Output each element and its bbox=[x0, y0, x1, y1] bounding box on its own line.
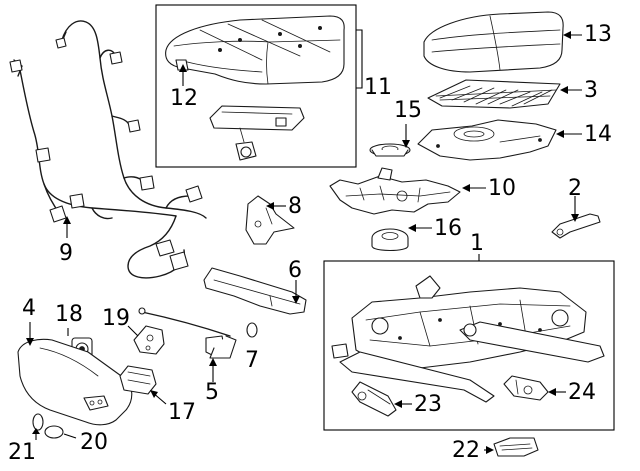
arrow-6 bbox=[292, 296, 300, 304]
callout-5: 5 bbox=[205, 380, 219, 405]
motor-part-24 bbox=[503, 375, 549, 401]
arrow-5 bbox=[209, 358, 217, 366]
callout-21: 21 bbox=[8, 440, 36, 465]
ring-part-15 bbox=[369, 143, 411, 157]
arrow-13 bbox=[563, 31, 571, 39]
callout-1: 1 bbox=[470, 231, 484, 256]
bracket-part-19 bbox=[133, 325, 165, 355]
part-12-clip bbox=[175, 59, 189, 86]
plug-part-7 bbox=[246, 322, 258, 338]
trim-part-8 bbox=[245, 195, 295, 245]
callout-17: 17 bbox=[168, 400, 196, 425]
seat-pan-part-14 bbox=[417, 119, 557, 161]
callout-10: 10 bbox=[488, 176, 516, 201]
arrow-21 bbox=[32, 428, 40, 434]
callout-15: 15 bbox=[394, 98, 422, 123]
switch-part-17 bbox=[119, 365, 157, 395]
callout-13: 13 bbox=[584, 22, 612, 47]
assembly-1-box bbox=[323, 260, 615, 431]
callout-24: 24 bbox=[568, 380, 596, 405]
cap-part-21 bbox=[32, 413, 44, 431]
callout-7: 7 bbox=[245, 348, 259, 373]
callout-20: 20 bbox=[80, 430, 108, 455]
side-shield-part-6 bbox=[203, 267, 307, 315]
callout-22: 22 bbox=[452, 438, 480, 463]
arrow-24 bbox=[548, 388, 556, 396]
callout-11: 11 bbox=[364, 75, 392, 100]
arrow-22 bbox=[486, 446, 494, 454]
motor-part-23 bbox=[351, 381, 397, 417]
callout-2: 2 bbox=[568, 176, 582, 201]
bolt-part-2 bbox=[551, 213, 601, 239]
cable-part-5 bbox=[138, 307, 237, 359]
seat-cushion-part-11 bbox=[165, 15, 345, 85]
cushion-pad-part-13 bbox=[423, 11, 564, 73]
heater-mat-part-3 bbox=[427, 79, 561, 109]
callout-9: 9 bbox=[59, 241, 73, 266]
connector-part-22 bbox=[493, 437, 539, 457]
arrow-4 bbox=[26, 338, 34, 346]
arrow-8 bbox=[266, 202, 274, 210]
arrow-9 bbox=[63, 216, 71, 224]
arrow-16 bbox=[408, 224, 416, 232]
callout-23: 23 bbox=[414, 392, 442, 417]
callout-14: 14 bbox=[584, 122, 612, 147]
leader-11 bbox=[356, 29, 363, 89]
motor-part-16 bbox=[371, 228, 409, 252]
callout-19: 19 bbox=[102, 306, 130, 331]
arrow-17 bbox=[150, 390, 158, 398]
callout-12: 12 bbox=[170, 86, 198, 111]
bracket-part-10 bbox=[329, 167, 461, 215]
callout-4: 4 bbox=[22, 296, 36, 321]
occupant-sensor-module bbox=[209, 105, 305, 161]
arrow-2 bbox=[571, 214, 579, 222]
wiring-harness-part-9 bbox=[9, 20, 207, 279]
arrow-23 bbox=[394, 400, 402, 408]
callout-18: 18 bbox=[55, 302, 83, 327]
callout-3: 3 bbox=[584, 78, 598, 103]
assembly-11-box bbox=[155, 4, 357, 168]
callout-8: 8 bbox=[288, 194, 302, 219]
arrow-10 bbox=[462, 184, 470, 192]
cap-part-20 bbox=[44, 425, 64, 439]
seat-adjuster-frame-part-1 bbox=[331, 275, 605, 403]
arrow-14 bbox=[556, 130, 564, 138]
side-panel-part-4 bbox=[17, 338, 133, 426]
callout-6: 6 bbox=[288, 258, 302, 283]
arrow-3 bbox=[560, 86, 568, 94]
callout-16: 16 bbox=[434, 216, 462, 241]
arrow-15 bbox=[402, 140, 410, 148]
